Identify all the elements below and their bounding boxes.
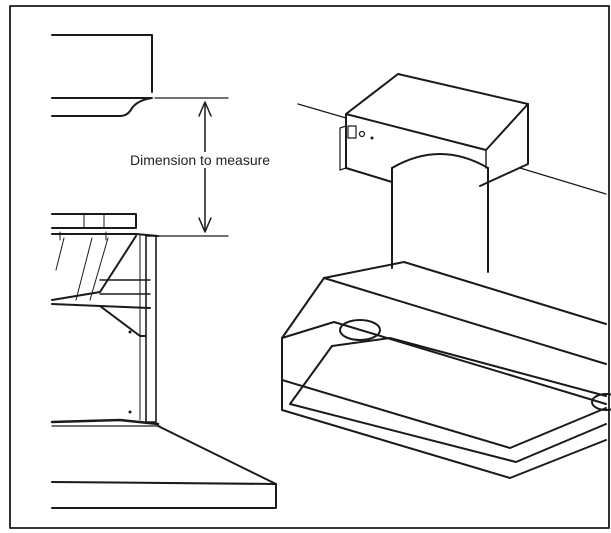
bracket-tab <box>347 125 357 139</box>
hood-back-edge <box>323 261 607 325</box>
ceiling-bulkhead <box>51 34 153 93</box>
hood-lower-rim <box>281 379 607 449</box>
hood-slope <box>51 235 137 301</box>
side-view <box>50 34 277 509</box>
isometric-view <box>281 73 611 479</box>
vertical-duct <box>145 235 157 423</box>
light-left <box>339 319 381 341</box>
ceiling-molding <box>51 97 153 117</box>
lower-shelf <box>50 418 160 426</box>
transition-diagonal <box>99 305 147 337</box>
hood-bottom-edge <box>281 379 607 479</box>
hood-top-rim <box>51 233 159 237</box>
dimension-arrowhead-bottom <box>198 217 212 233</box>
hood-top-cap <box>51 213 137 229</box>
dimension-label: Dimension to measure <box>128 152 273 168</box>
light-right <box>591 393 611 411</box>
screw-hole <box>358 130 366 138</box>
hood-front-top <box>281 321 607 405</box>
diagram-frame <box>9 5 610 529</box>
dimension-arrowhead-top <box>198 101 212 117</box>
chimney-top-curve <box>391 153 489 169</box>
transition-piece <box>99 279 151 295</box>
filter-panel-back <box>331 337 607 397</box>
mounting-box-right-side <box>479 103 529 187</box>
lower-canopy <box>51 425 277 509</box>
lower-canopy-edge <box>51 481 277 485</box>
filter-panel <box>289 345 607 463</box>
hood-ridge <box>323 277 607 365</box>
